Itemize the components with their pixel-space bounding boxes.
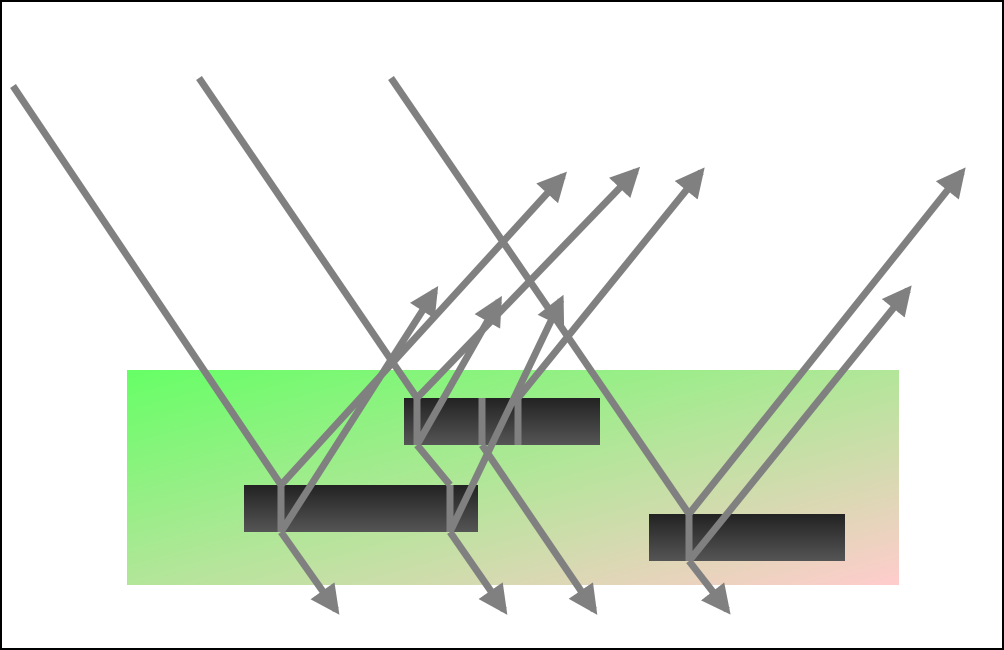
incident-ray [10, 84, 284, 487]
reflected-ray [413, 295, 503, 447]
reflected-ray [686, 167, 966, 517]
transmitted-ray [414, 442, 453, 488]
reflected-ray [686, 285, 912, 564]
reflected-ray [278, 171, 567, 488]
transmitted-ray [479, 443, 598, 615]
transmitted-ray [278, 529, 340, 615]
reflected-ray [278, 286, 439, 534]
transmitted-ray [686, 558, 731, 615]
reflected-ray [414, 166, 641, 401]
transmitted-ray [447, 530, 508, 615]
right-absorber-layer [649, 514, 845, 561]
reflected-ray [515, 167, 705, 401]
reflected-ray [446, 294, 565, 534]
incident-ray [196, 76, 420, 400]
